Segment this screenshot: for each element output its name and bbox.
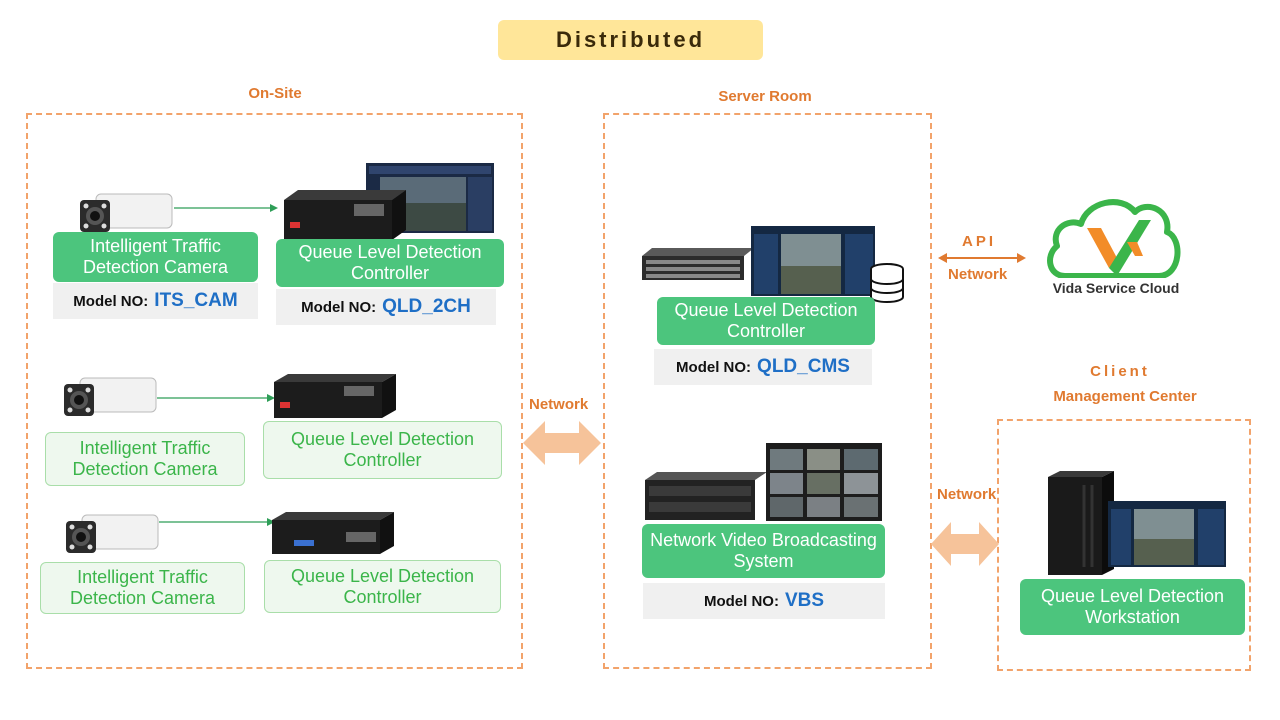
- api-label: API: [962, 233, 997, 250]
- nvr-device-icon: [645, 472, 767, 522]
- camera-icon: [64, 513, 160, 559]
- controller-label-box: Queue Level Detection Controller: [263, 421, 502, 479]
- camera-model-code: ITS_CAM: [154, 290, 238, 311]
- cms-model-code: QLD_CMS: [757, 356, 850, 377]
- monitor-icon: [766, 443, 882, 521]
- controller-device-icon: [274, 374, 396, 420]
- model-prefix: Model NO:: [301, 298, 377, 316]
- diagram-title: Distributed: [498, 20, 763, 60]
- vbs-model-code: VBS: [784, 590, 825, 611]
- cloud-name: Vida Service Cloud: [1052, 280, 1180, 296]
- camera-icon: [62, 376, 158, 422]
- controller-model-code: QLD_2CH: [382, 296, 471, 317]
- controller-label-box: Queue Level Detection Controller: [264, 560, 501, 613]
- monitor-icon: [751, 226, 875, 296]
- link-arrow: [157, 393, 275, 403]
- server-rack-icon: [642, 248, 754, 282]
- pc-tower-icon: [1048, 471, 1114, 577]
- client-label-line2: Management Center: [1053, 388, 1197, 405]
- onsite-label: On-Site: [248, 85, 302, 102]
- camera-label-box: Intelligent Traffic Detection Camera: [53, 232, 258, 282]
- double-arrow-icon: [931, 521, 999, 567]
- controller-device-icon: [272, 512, 394, 556]
- monitor-icon: [1108, 501, 1226, 567]
- api-network-label: Network: [948, 266, 1008, 283]
- server-room-label: Server Room: [718, 88, 812, 105]
- workstation-label-box: Queue Level Detection Workstation: [1020, 579, 1245, 635]
- camera-label-box: Intelligent Traffic Detection Camera: [45, 432, 245, 486]
- link-arrow: [174, 203, 278, 213]
- network-label: Network: [529, 396, 589, 413]
- camera-label-box: Intelligent Traffic Detection Camera: [40, 562, 245, 614]
- camera-icon: [78, 192, 174, 238]
- camera-model-box: Model NO: ITS_CAM: [53, 283, 258, 319]
- onsite-container: [26, 113, 523, 669]
- vida-cloud-logo: [1047, 190, 1181, 278]
- model-prefix: Model NO:: [73, 292, 149, 310]
- cms-label-box: Queue Level Detection Controller: [657, 297, 875, 345]
- server-room-container: [603, 113, 932, 669]
- model-prefix: Model NO:: [676, 358, 752, 376]
- link-arrow: [159, 517, 275, 527]
- api-arrow: [938, 252, 1026, 264]
- double-arrow-icon: [523, 420, 601, 466]
- cms-model-box: Model NO: QLD_CMS: [654, 349, 872, 385]
- controller-model-box: Model NO: QLD_2CH: [276, 289, 496, 325]
- vbs-label-box: Network Video Broadcasting System: [642, 524, 885, 578]
- network-label: Network: [937, 486, 997, 503]
- database-icon: [868, 262, 906, 304]
- vbs-model-box: Model NO: VBS: [643, 583, 885, 619]
- model-prefix: Model NO:: [703, 592, 779, 610]
- controller-device-icon: [284, 190, 406, 242]
- client-label-line1: Client: [1090, 363, 1150, 380]
- controller-label-box: Queue Level Detection Controller: [276, 239, 504, 287]
